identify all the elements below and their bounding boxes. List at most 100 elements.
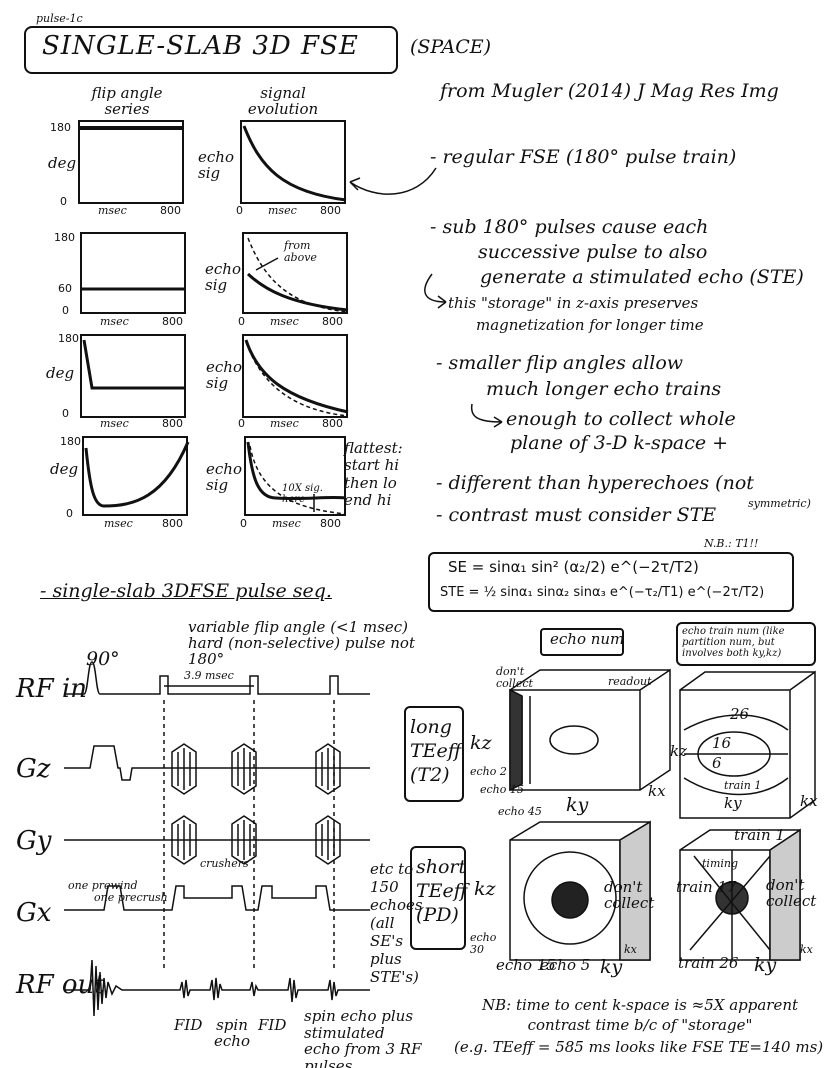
spin-echo-label: spin echo: [214, 1016, 250, 1050]
kz-label-1: kz: [470, 732, 492, 754]
equation-box: [428, 552, 794, 612]
tick-800-sig-4: 800: [320, 517, 341, 530]
tick-0-sig-4: 0: [240, 517, 247, 530]
title-box: [24, 26, 398, 74]
tick-0: 0: [60, 195, 67, 208]
echo30-label: echo 30: [470, 931, 497, 956]
ky-label-2: ky: [724, 794, 742, 812]
ky-label-3: ky: [600, 956, 623, 978]
axis-echo-2: echo sig: [205, 260, 241, 294]
echo-num-label: echo num: [550, 630, 625, 648]
flip-plot-2: [80, 232, 186, 314]
echo-train-num-box: [676, 622, 816, 666]
signal-plot-2: [242, 232, 349, 314]
kx-label-4: kx: [800, 943, 813, 956]
kx-label-2: kx: [800, 792, 818, 810]
flip-curve-3: [82, 339, 186, 390]
tick-0-sig-1: 0: [236, 204, 243, 217]
axis-msec-sig-1: msec: [268, 204, 297, 217]
ninety-label: 90°: [86, 648, 120, 670]
note-contrast: - contrast must consider STE: [436, 504, 717, 526]
note-regular-fse: - regular FSE (180° pulse train): [430, 146, 737, 168]
echo45-label: echo 45: [498, 805, 542, 818]
row-gy: Gy: [16, 826, 52, 856]
flip-plot-3: [80, 334, 186, 418]
n26-label: 26: [730, 705, 750, 723]
tenx-label: 10X sig. here: [282, 483, 323, 505]
crushers-label: crushers: [200, 857, 249, 870]
eq-se: SE = sinα₁ sin² (α₂/2) e^(−2τ/T2): [448, 558, 699, 576]
axis-msec: msec: [100, 315, 129, 328]
spin-echo-plus: spin echo plus stimulated echo from 3 RF…: [304, 1007, 422, 1068]
dont-collect-3: don't collect: [766, 876, 817, 910]
col-signal-header: signal evolution: [247, 84, 319, 118]
signal-plot-4: [244, 436, 347, 516]
row-rf-in: RF in: [16, 674, 87, 704]
axis-msec-sig-3: msec: [270, 417, 299, 430]
axis-msec: msec: [100, 417, 129, 430]
nb-example: (e.g. TEeff = 585 ms looks like FSE TE=1…: [454, 1038, 824, 1056]
n16-label: 16: [712, 734, 732, 752]
row-gx: Gx: [16, 898, 52, 928]
kspace-cubes: [509, 668, 816, 961]
long-te-label: long TEeff (T2): [410, 716, 462, 786]
kz-label-3: kz: [474, 878, 496, 900]
note-successive: successive pulse to also: [478, 241, 708, 263]
tick-0: 0: [66, 507, 73, 520]
pulseseq-title: - single-slab 3DFSE pulse seq.: [40, 580, 332, 602]
echo15-label-2: echo 15: [496, 956, 556, 974]
nb-t1: N.B.: T1!!: [704, 537, 759, 550]
short-te-label: short TEeff (PD): [416, 856, 468, 926]
signal-curve-3: [244, 339, 349, 417]
tick-0: 0: [62, 304, 69, 317]
echo5-label: echo 5: [540, 956, 591, 974]
echo2-label: echo 2: [470, 765, 507, 778]
one-prewind: one prewind: [68, 879, 138, 892]
flip-plot-4: [82, 436, 190, 516]
kz-label-2: kz: [670, 742, 687, 760]
tick-0-sig-3: 0: [238, 417, 245, 430]
tick-180: 180: [50, 121, 71, 134]
etc-note: etc to 150 echoes (all SE's plus STE's): [370, 860, 423, 986]
axis-echo-1: echo sig: [198, 148, 234, 182]
one-precrush: one precrush: [94, 891, 168, 904]
tick-180: 180: [60, 435, 81, 448]
fid-label-1: FID: [174, 1016, 203, 1034]
axis-echo-4: echo sig: [206, 460, 242, 494]
tick-800: 800: [160, 204, 181, 217]
fid-label-2: FID: [258, 1016, 287, 1034]
axis-msec-sig-2: msec: [270, 315, 299, 328]
page-title: SINGLE-SLAB 3D FSE: [42, 31, 359, 61]
axis-deg: deg: [50, 460, 79, 478]
signal-plot-1: [240, 120, 347, 204]
tick-800-sig-1: 800: [320, 204, 341, 217]
train1-label-1: train 1: [724, 779, 762, 792]
train1-label-2: train 1: [734, 826, 785, 844]
flip-curve-4: [84, 441, 190, 508]
note-sub180: - sub 180° pulses cause each: [430, 216, 709, 238]
source: from Mugler (2014) J Mag Res Img: [440, 80, 779, 102]
axis-deg: deg: [48, 154, 77, 172]
pulse-sequence-diagram: [64, 661, 370, 1017]
tick-180: 180: [58, 332, 79, 345]
tick-800: 800: [162, 315, 183, 328]
row-gz: Gz: [16, 754, 51, 784]
flip-plot-1: [78, 120, 184, 204]
note-storage: this "storage" in z-axis preserves: [448, 294, 699, 312]
flip-curve-1: [80, 126, 184, 130]
axis-msec-sig-4: msec: [272, 517, 301, 530]
echo15-label: echo 15: [480, 783, 524, 796]
axis-msec: msec: [98, 204, 127, 217]
kx-label-3: kx: [624, 943, 637, 956]
note-preserves: magnetization for longer time: [476, 316, 704, 334]
vfa-note: variable flip angle (<1 msec) hard (non-…: [188, 618, 415, 668]
note-enough: enough to collect whole: [506, 408, 736, 430]
flattest-note: flattest: start hi then lo end hi: [344, 439, 403, 509]
kx-label-1: kx: [648, 782, 666, 800]
timing-label: timing: [702, 857, 739, 870]
dont-collect-2: don't collect: [604, 878, 655, 912]
tick-800-sig-3: 800: [322, 417, 343, 430]
arrow-enough: [470, 403, 503, 428]
signal-curve-1: [242, 125, 347, 202]
note-symmetric: symmetric): [748, 497, 811, 510]
